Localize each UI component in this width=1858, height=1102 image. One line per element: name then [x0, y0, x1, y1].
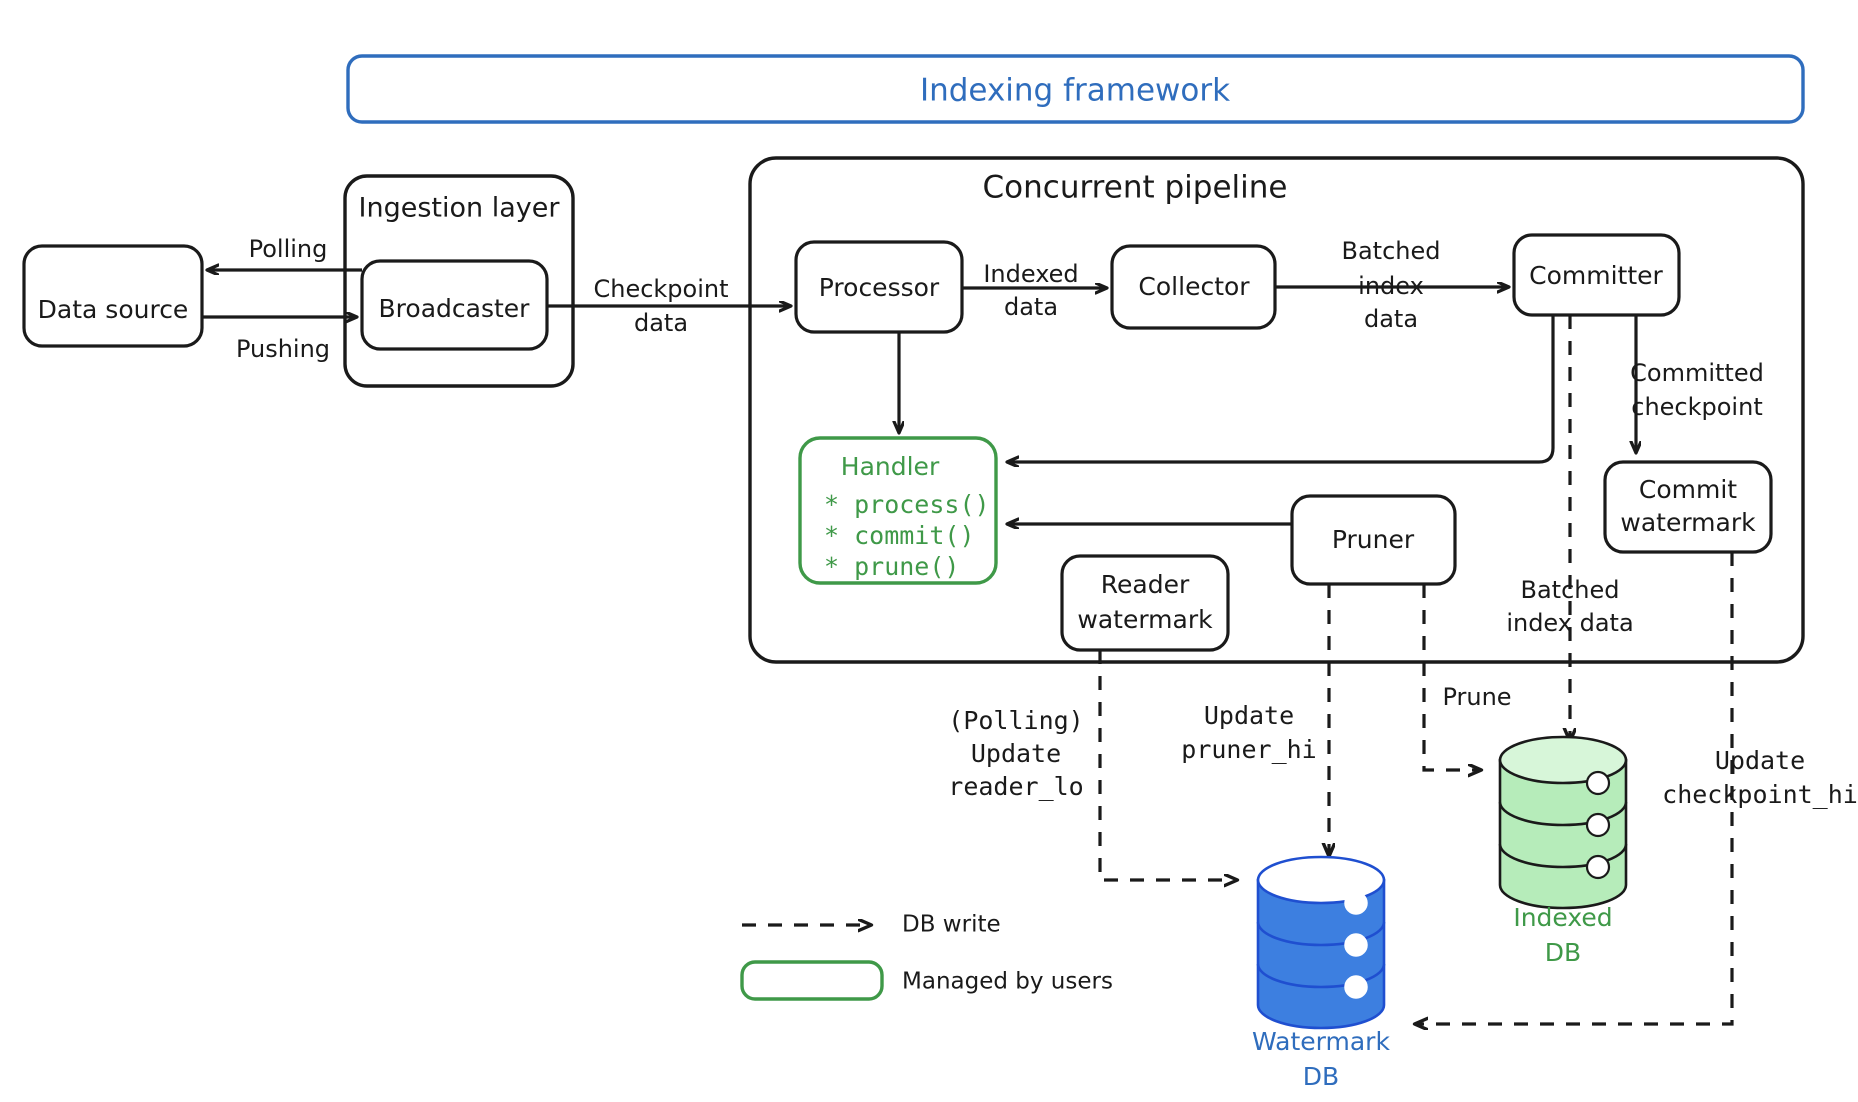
edge-label-batched-b-line2: index data — [1506, 609, 1633, 637]
framework-container — [346, 54, 1805, 124]
indexed-db-label-line2: DB — [1545, 938, 1581, 967]
handler-method-commit: * commit() — [824, 521, 975, 550]
watermark-db-label-line2: DB — [1303, 1062, 1339, 1091]
edge-label-indexed-line2: data — [1004, 293, 1058, 321]
ingestion-layer-label: Ingestion layer — [359, 193, 561, 224]
handler-title: Handler — [841, 452, 940, 481]
edge-label-checkpoint-line1: Checkpoint — [593, 275, 728, 303]
framework-title: Indexing framework — [920, 73, 1230, 109]
edge-label-update-checkpoint-line1: Update — [1715, 746, 1805, 775]
edge-label-prune: Prune — [1442, 683, 1511, 711]
reader-watermark-label-line1: Reader — [1101, 570, 1190, 599]
data-source-box[interactable] — [22, 244, 204, 348]
collector-label: Collector — [1138, 272, 1250, 301]
edge-label-polling-update-line3: reader_lo — [948, 772, 1083, 801]
reader-watermark-box[interactable] — [1060, 554, 1230, 652]
edge-label-checkpoint-line2: data — [634, 309, 688, 337]
edge-label-pushing: Pushing — [236, 335, 330, 363]
reader-watermark-label-line2: watermark — [1077, 605, 1213, 634]
committer-label: Committer — [1529, 261, 1663, 290]
edge-label-polling-update-line2: Update — [971, 739, 1061, 768]
broadcaster-label: Broadcaster — [379, 294, 531, 323]
edge-label-batched-line3: data — [1364, 305, 1418, 333]
committer-box[interactable] — [1512, 233, 1681, 317]
commit-watermark-label-line2: watermark — [1620, 508, 1756, 537]
dashed-db-write-edges — [1098, 315, 1734, 1024]
handler-method-process: * process() — [824, 490, 990, 519]
edge-reader-watermark-to-watermark-db — [1098, 650, 1236, 880]
edge-pruner-prune-to-indexed-db — [1422, 584, 1480, 770]
legend-managed-swatch — [740, 960, 884, 1001]
edge-commit-watermark-to-watermark-db — [1416, 552, 1734, 1024]
handler-box[interactable] — [798, 436, 998, 585]
legend — [740, 925, 884, 1001]
legend-managed-label: Managed by users — [902, 969, 1113, 995]
legend-db-write-label: DB write — [902, 912, 1001, 938]
edge-label-update-pruner-line2: pruner_hi — [1181, 735, 1316, 764]
edge-committer-to-handler — [1008, 315, 1555, 462]
edge-label-batched-line2: index — [1358, 272, 1424, 300]
edge-label-update-pruner-line1: Update — [1204, 701, 1294, 730]
indexed-db-cylinder[interactable] — [1498, 735, 1628, 910]
ingestion-layer-container — [343, 174, 575, 388]
edge-label-committed-line2: checkpoint — [1631, 393, 1762, 421]
watermark-db-label-line1: Watermark — [1252, 1027, 1390, 1056]
concurrent-pipeline-container — [748, 156, 1805, 664]
indexed-db-label-line1: Indexed — [1513, 903, 1612, 932]
pruner-label: Pruner — [1332, 525, 1415, 554]
commit-watermark-label-line1: Commit — [1639, 475, 1737, 504]
processor-label: Processor — [819, 273, 940, 302]
node-boxes — [22, 233, 1773, 652]
watermark-db-cylinder[interactable] — [1256, 855, 1386, 1030]
edge-label-update-checkpoint-line2: checkpoint_hi — [1662, 780, 1858, 809]
handler-method-prune: * prune() — [824, 552, 959, 581]
data-source-label: Data source — [38, 295, 189, 324]
commit-watermark-box[interactable] — [1603, 460, 1773, 554]
edge-label-batched-line1: Batched — [1342, 237, 1441, 265]
pruner-box[interactable] — [1290, 494, 1457, 586]
edge-label-committed-line1: Committed — [1630, 359, 1764, 387]
edge-label-polling: Polling — [249, 235, 328, 263]
edge-label-polling-update-line1: (Polling) — [948, 706, 1083, 735]
edge-label-indexed-line1: Indexed — [983, 260, 1078, 288]
solid-edges — [202, 270, 1636, 524]
pipeline-label: Concurrent pipeline — [983, 170, 1288, 206]
edge-label-batched-b-line1: Batched — [1521, 576, 1620, 604]
